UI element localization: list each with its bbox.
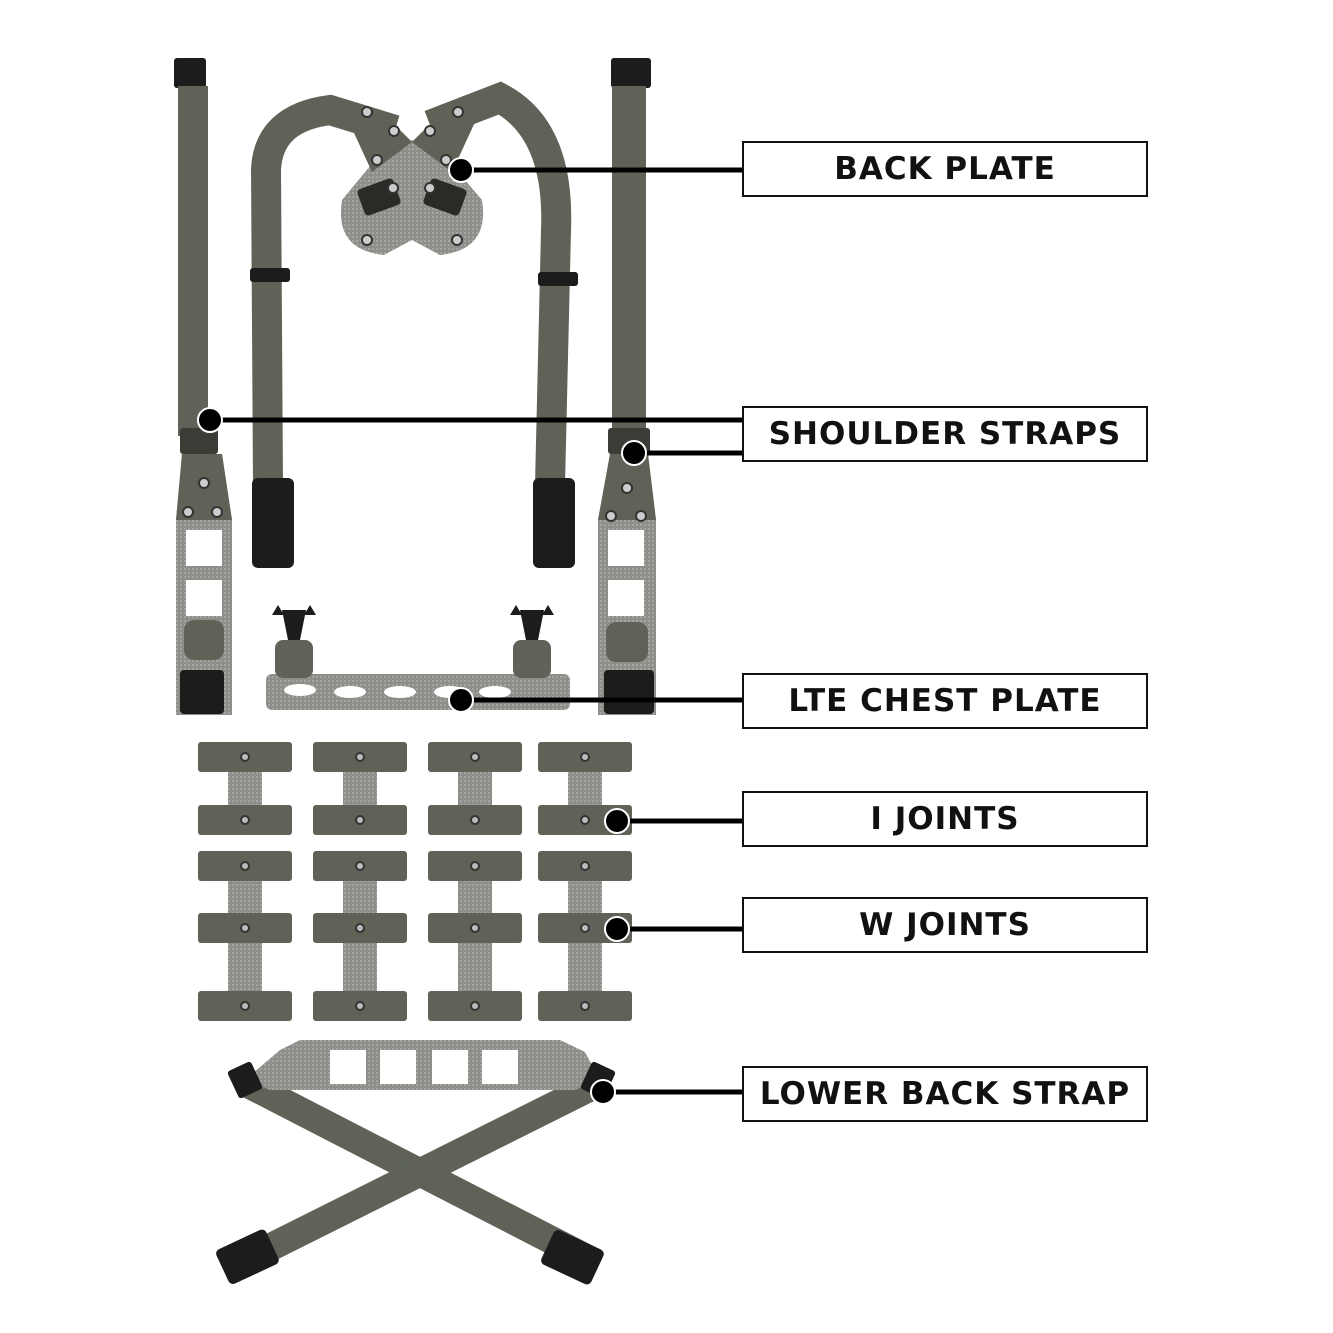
joints-group [198,742,632,1021]
i-joint [428,742,522,835]
w-joint [428,851,522,1021]
w-joint [198,851,292,1021]
label-shoulder-straps: SHOULDER STRAPS [742,406,1148,462]
pointer-dot [621,440,647,466]
right-outer-shoulder-strap [598,58,656,715]
pointer-dot [604,916,630,942]
i-joint [313,742,407,835]
pointer-dot [448,157,474,183]
label-back-plate: BACK PLATE [742,141,1148,197]
left-outer-shoulder-strap [174,58,232,715]
inner-shoulder-straps [250,81,578,568]
label-lower-back-strap: LOWER BACK STRAP [742,1066,1148,1122]
w-joint [313,851,407,1021]
label-lte-chest-plate: LTE CHEST PLATE [742,673,1148,729]
pointer-dot [448,687,474,713]
pointer-dot [197,407,223,433]
label-i-joints: I JOINTS [742,791,1148,847]
label-w-joints: W JOINTS [742,897,1148,953]
lower-back-strap [216,1040,616,1285]
back-plate [340,106,484,255]
leader-lines [210,167,742,1095]
w-joint [538,851,632,1021]
lte-chest-plate [266,605,570,710]
i-joint [198,742,292,835]
leader-dots [197,157,647,1105]
pointer-dot [590,1079,616,1105]
pointer-dot [604,808,630,834]
